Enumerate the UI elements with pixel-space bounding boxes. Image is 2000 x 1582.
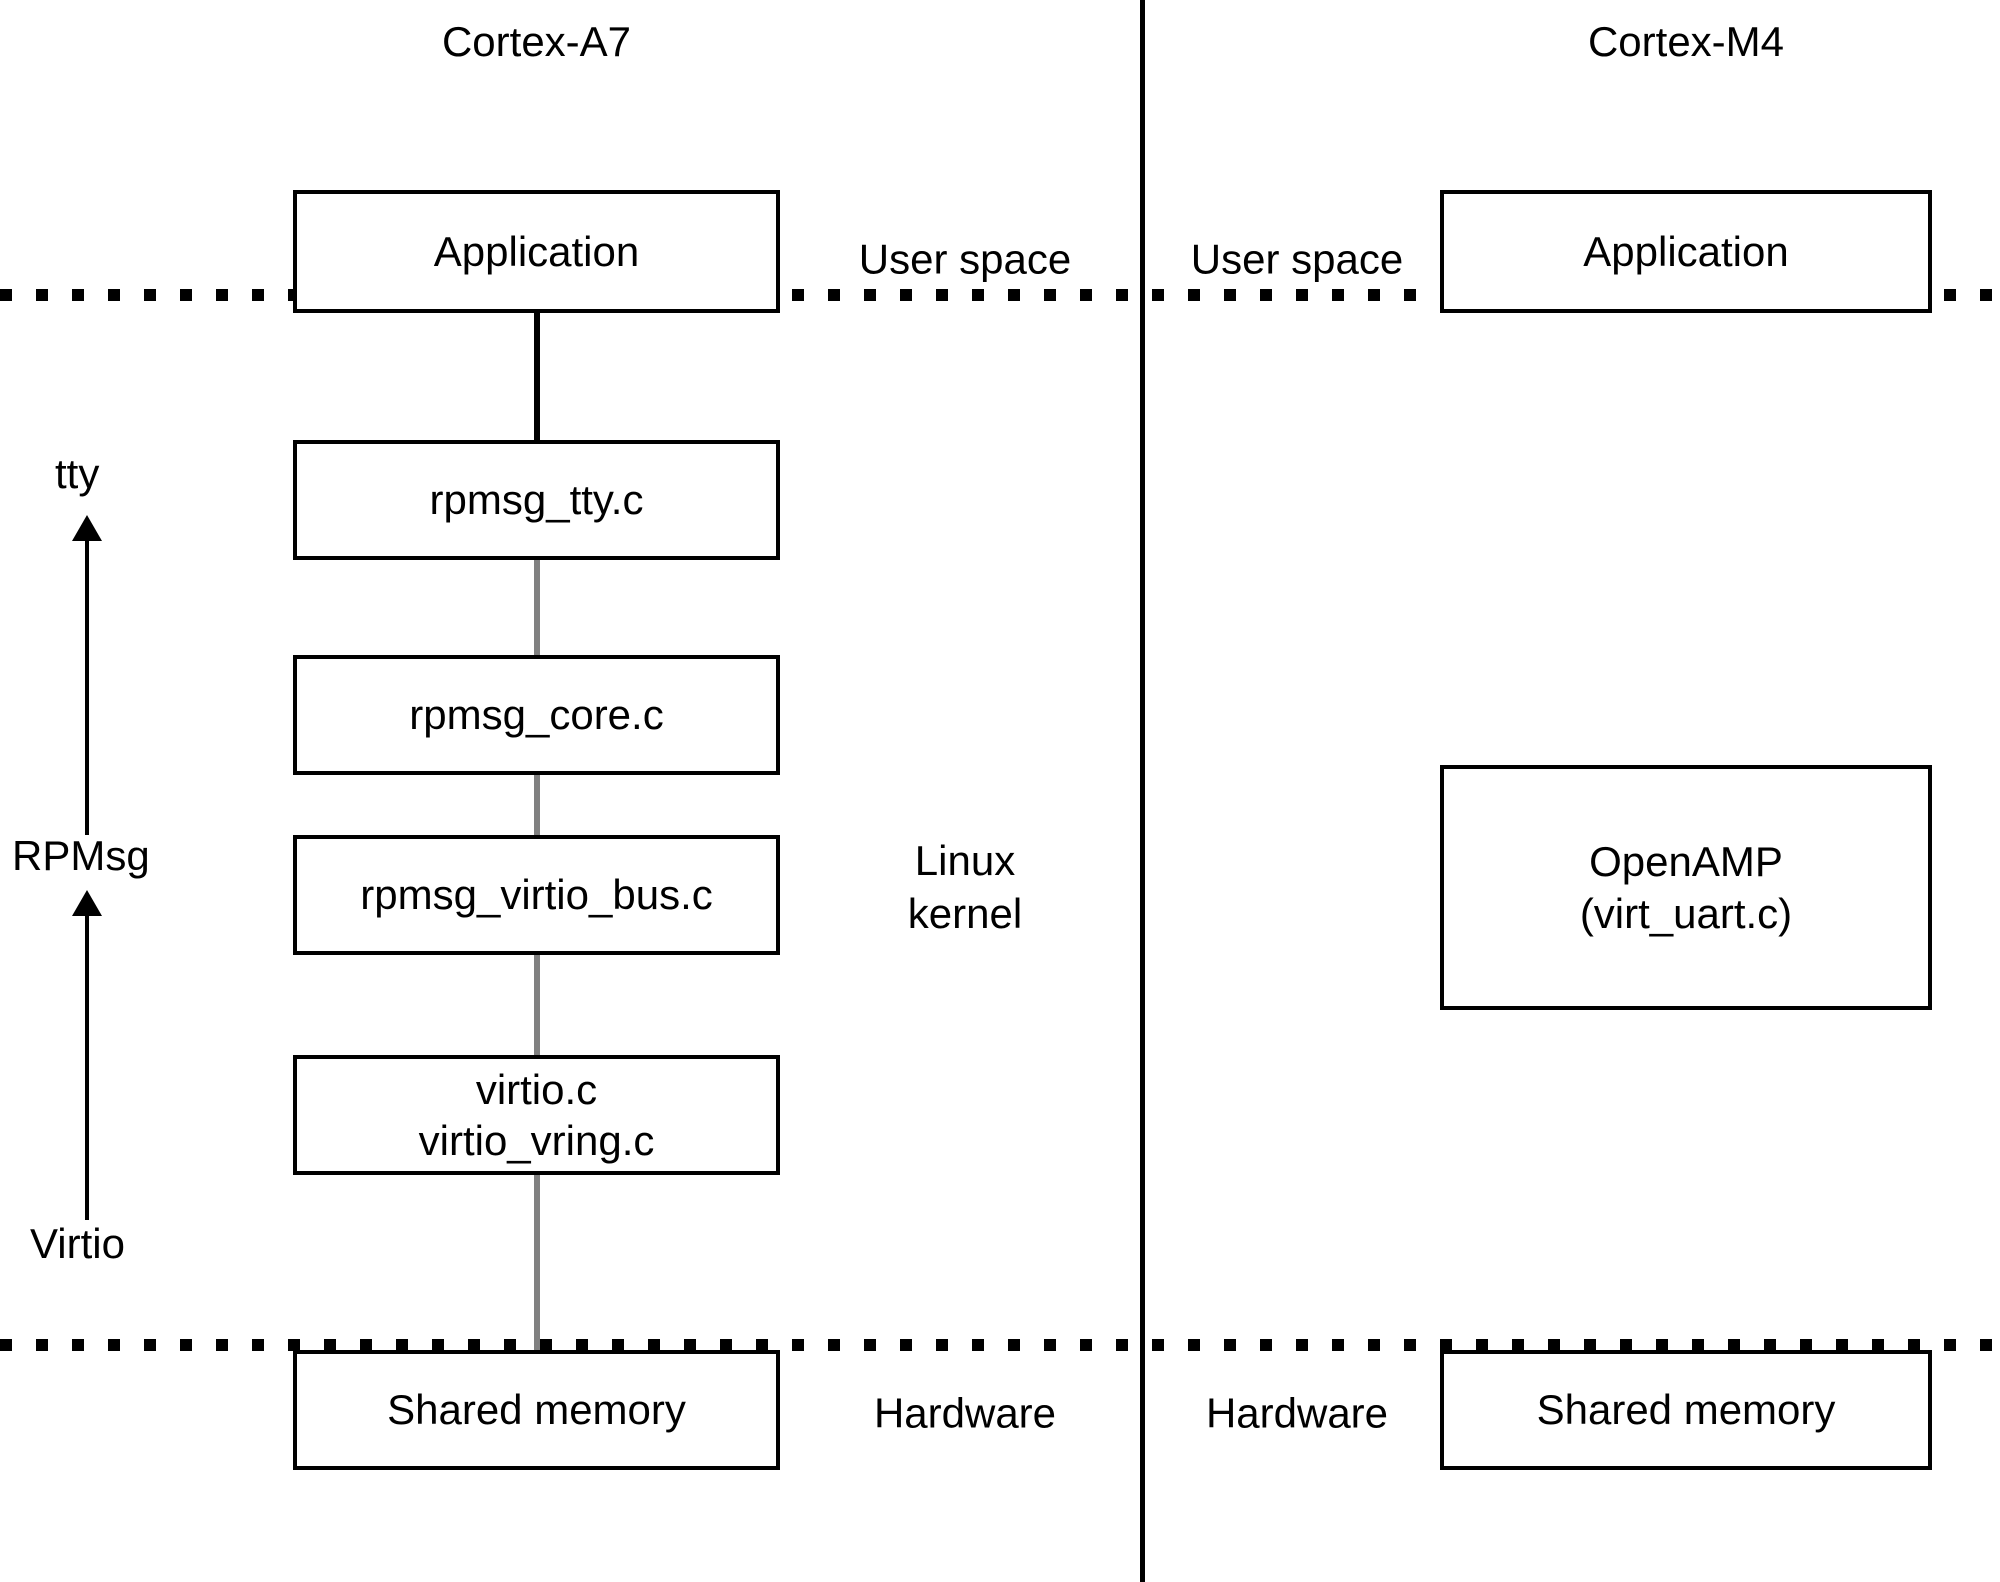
box-label: OpenAMP bbox=[1589, 838, 1783, 886]
box-label: Shared memory bbox=[1536, 1386, 1836, 1434]
box-label: rpmsg_tty.c bbox=[429, 476, 644, 524]
arrow-up-rpmsg bbox=[72, 890, 102, 1220]
box-left-application: Application bbox=[293, 190, 780, 313]
zone-label-user-space-left: User space bbox=[858, 235, 1072, 283]
zone-label-hardware-right: Hardware bbox=[1205, 1389, 1389, 1437]
box-left-shared-memory: Shared memory bbox=[293, 1350, 780, 1470]
box-left-virtio: virtio.c virtio_vring.c bbox=[293, 1055, 780, 1175]
box-label: Application bbox=[1583, 227, 1789, 275]
box-label: rpmsg_core.c bbox=[409, 691, 664, 739]
connector-rpmsg-tty-to-rpmsg-core bbox=[534, 560, 540, 655]
box-label: Application bbox=[433, 227, 640, 275]
box-right-shared-memory: Shared memory bbox=[1440, 1350, 1932, 1470]
stack-label-tty: tty bbox=[55, 450, 100, 497]
arrow-shaft bbox=[85, 910, 89, 1220]
arrow-shaft bbox=[85, 535, 89, 835]
stack-label-virtio: Virtio bbox=[30, 1220, 125, 1267]
zone-label-user-space-right: User space bbox=[1190, 235, 1404, 283]
box-label: rpmsg_virtio_bus.c bbox=[360, 871, 713, 919]
box-right-application: Application bbox=[1440, 190, 1932, 313]
box-label: virtio.c bbox=[475, 1065, 598, 1113]
connector-rpmsg-core-to-rpmsg-virtio-bus bbox=[534, 775, 540, 835]
box-label: Shared memory bbox=[387, 1386, 686, 1434]
connector-application-to-rpmsg-tty bbox=[534, 313, 540, 440]
box-left-rpmsg-tty: rpmsg_tty.c bbox=[293, 440, 780, 560]
kernel-hardware-boundary-line bbox=[0, 1339, 2000, 1351]
zone-label-line2: kernel bbox=[907, 889, 1023, 937]
stack-label-rpmsg: RPMsg bbox=[12, 832, 150, 879]
column-title-cortex-a7: Cortex-A7 bbox=[441, 18, 632, 65]
arrow-up-tty bbox=[72, 515, 102, 835]
box-right-openamp: OpenAMP (virt_uart.c) bbox=[1440, 765, 1932, 1010]
box-left-rpmsg-virtio-bus: rpmsg_virtio_bus.c bbox=[293, 835, 780, 955]
zone-label-line1: Linux bbox=[914, 837, 1016, 884]
box-left-rpmsg-core: rpmsg_core.c bbox=[293, 655, 780, 775]
zone-label-hardware-left: Hardware bbox=[873, 1389, 1057, 1437]
cpu-divider-line bbox=[1140, 0, 1145, 1582]
box-label-secondary: (virt_uart.c) bbox=[1579, 889, 1793, 937]
connector-rpmsg-virtio-bus-to-virtio bbox=[534, 955, 540, 1055]
zone-label-linux-kernel: Linux kernel bbox=[800, 835, 1130, 940]
connector-virtio-to-shared-memory bbox=[534, 1175, 540, 1350]
box-label-secondary: virtio_vring.c bbox=[418, 1117, 655, 1164]
column-title-cortex-m4: Cortex-M4 bbox=[1587, 18, 1785, 65]
